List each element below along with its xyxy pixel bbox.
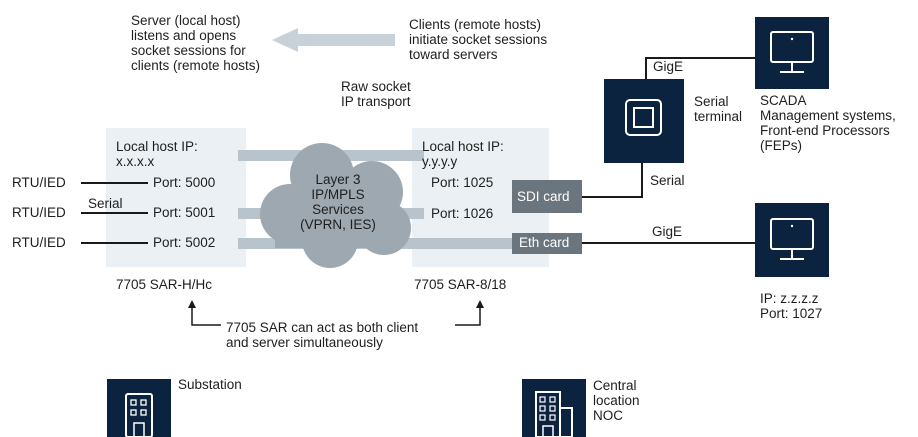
left-port-5002: Port: 5002 — [153, 235, 216, 250]
eth-card-box — [512, 233, 582, 254]
left-port-5001: Port: 5001 — [153, 205, 216, 220]
arrow-left-icon — [272, 28, 395, 52]
office-building-icon — [522, 379, 586, 437]
right-host-name: 7705 SAR-8/18 — [414, 277, 507, 292]
left-port-5000: Port: 5000 — [153, 175, 216, 190]
ip-port-label: IP: z.z.z.z Port: 1027 — [760, 291, 823, 321]
raw-socket-label: Raw socket IP transport — [341, 79, 411, 109]
clients-description: Clients (remote hosts) initiate socket s… — [409, 17, 548, 62]
serial-label-left: Serial — [88, 196, 123, 211]
right-port-1026: Port: 1026 — [431, 206, 494, 221]
bottom-note: 7705 SAR can act as both client and serv… — [226, 320, 419, 350]
server-description: Server (local host) listens and opens so… — [131, 13, 261, 73]
rtu-ied-label: RTU/IED — [12, 235, 66, 250]
serial-right-label: Serial — [650, 173, 685, 188]
gige-bottom-label: GigE — [652, 224, 683, 239]
scada-label: SCADA Management systems, Front-end Proc… — [760, 93, 896, 153]
sdi-card-label: SDI card — [517, 189, 570, 204]
rtu-ied-label: RTU/IED — [12, 175, 66, 190]
sdi-card-box — [512, 180, 582, 213]
cloud-services-label: Layer 3 IP/MPLS Services (VPRN, IES) — [300, 172, 376, 232]
gige-top-label: GigE — [653, 59, 684, 74]
rtu-ied-label: RTU/IED — [12, 205, 66, 220]
eth-card-label: Eth card — [519, 235, 570, 250]
serial-terminal-icon — [604, 79, 684, 163]
right-host-ip-label: Local host IP: y.y.y.y — [422, 139, 504, 169]
monitor-icon — [755, 203, 829, 277]
right-port-1025: Port: 1025 — [431, 175, 494, 190]
serial-terminal-label: Serial terminal — [694, 94, 743, 124]
building-icon — [107, 379, 171, 437]
left-host-ip-label: Local host IP: x.x.x.x — [116, 139, 198, 169]
left-host-name: 7705 SAR-H/Hc — [116, 277, 213, 292]
substation-label: Substation — [178, 377, 242, 392]
cloud-icon — [260, 143, 411, 268]
monitor-icon — [755, 17, 829, 89]
central-location-label: Central location NOC — [593, 378, 640, 423]
